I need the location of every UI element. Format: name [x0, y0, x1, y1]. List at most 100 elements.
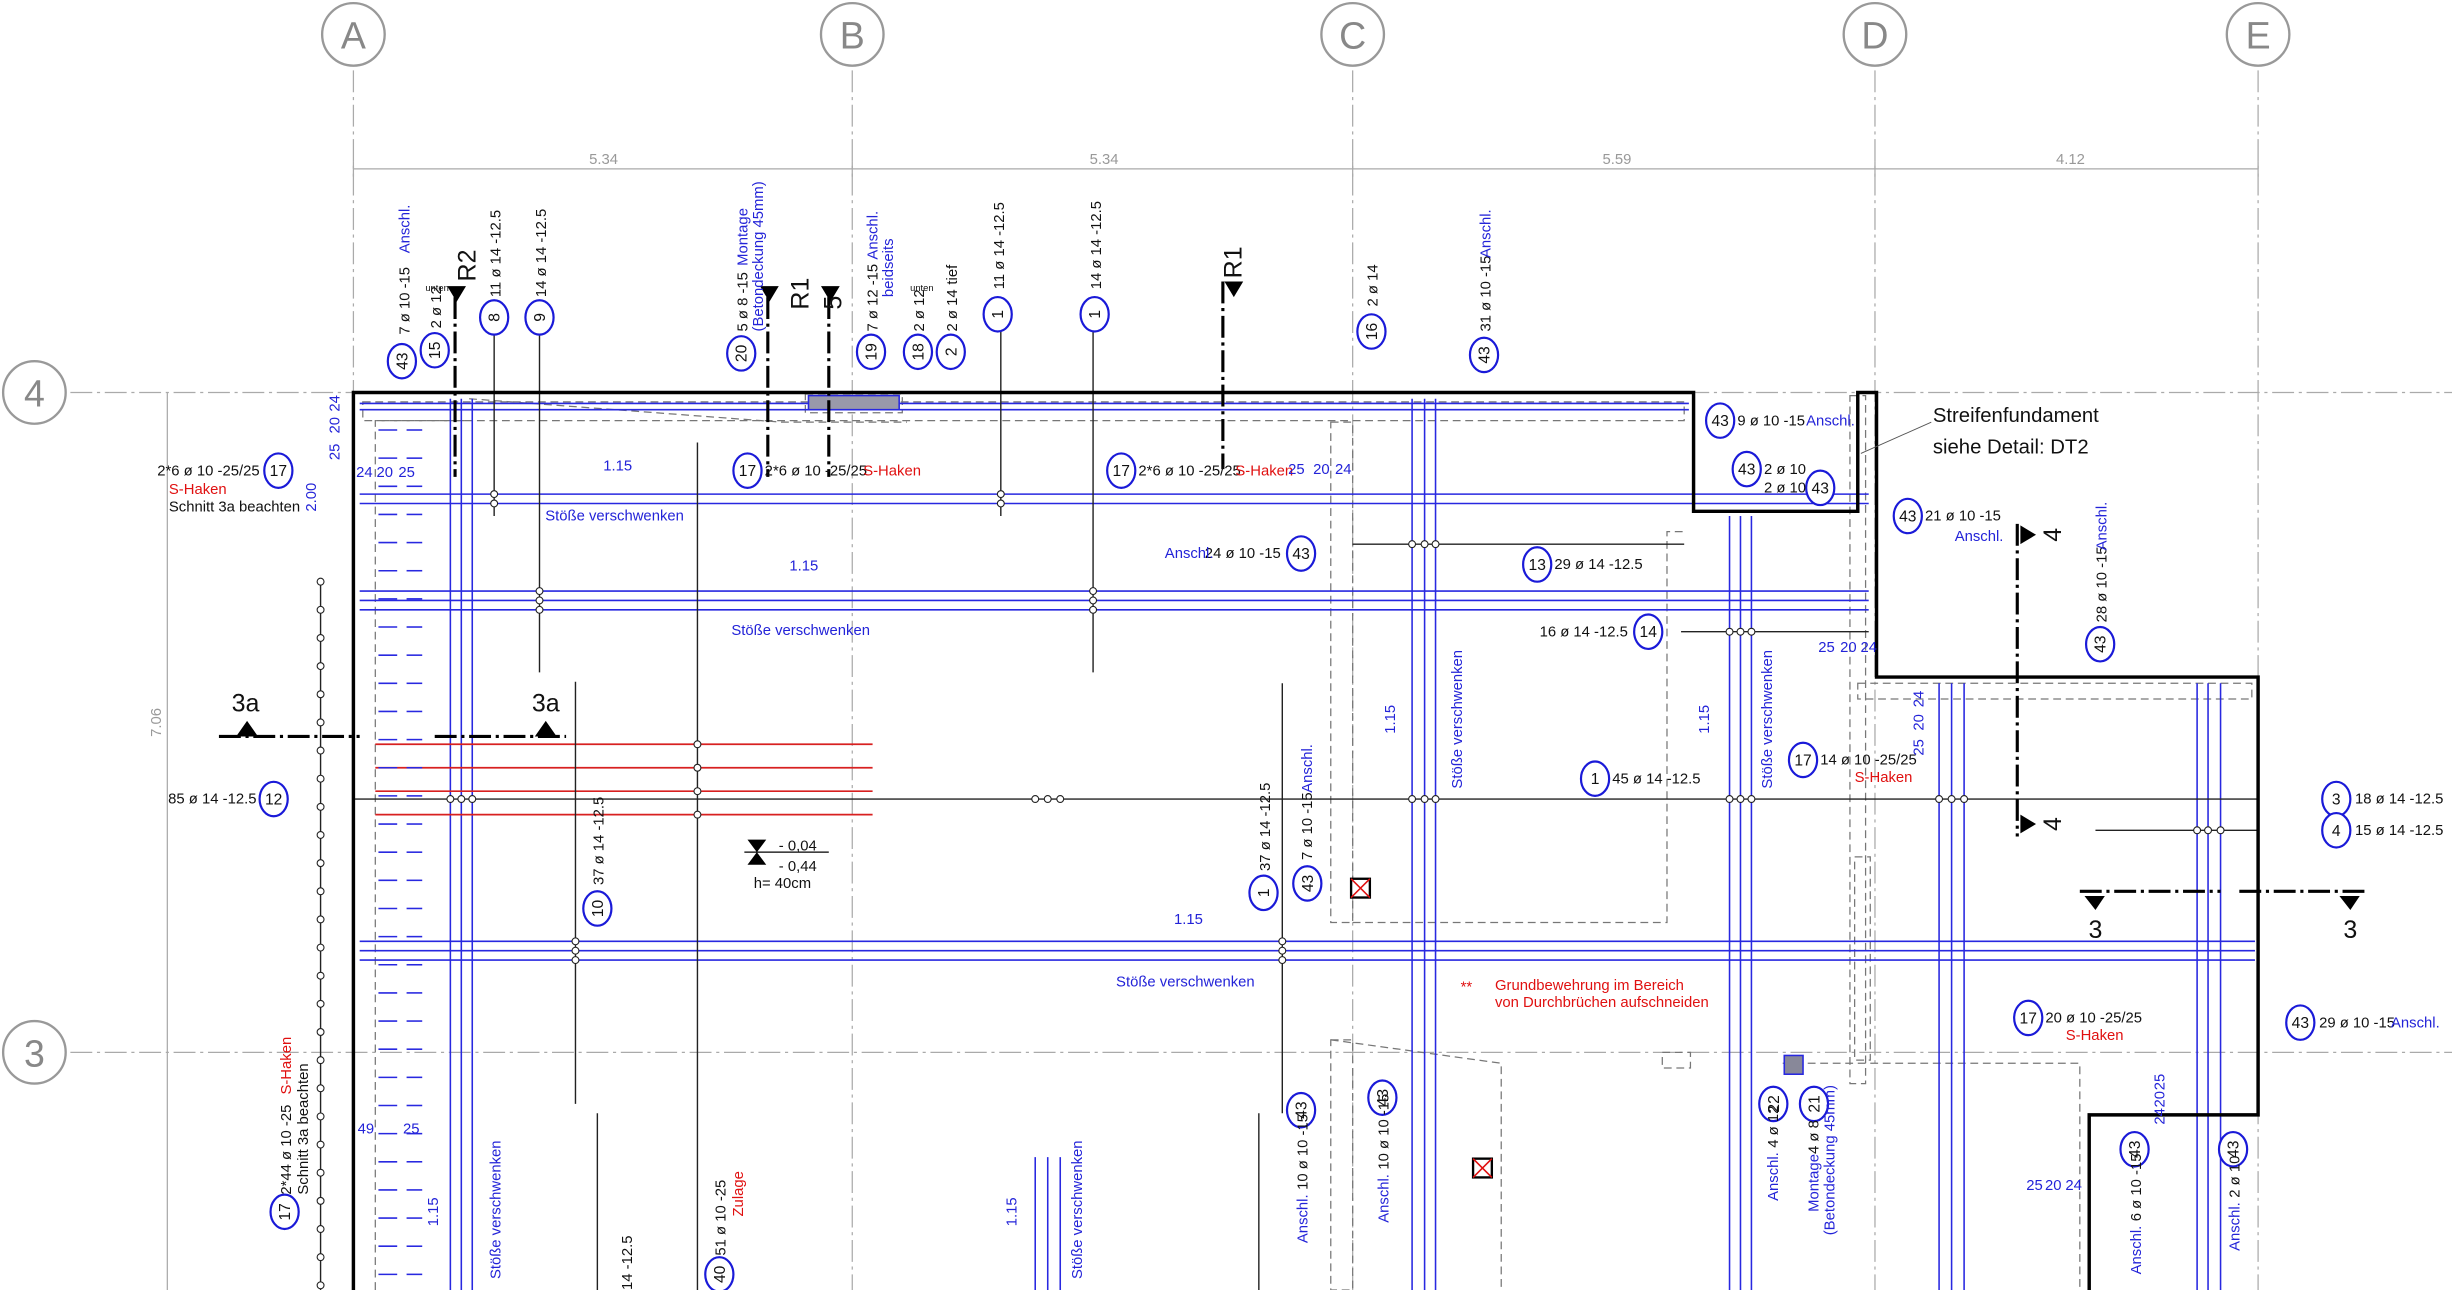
label-r1b: R1: [1220, 246, 1248, 278]
label-h6: 2 ø 10: [2227, 1156, 2243, 1198]
label-c9s: S-Haken: [1855, 770, 1913, 786]
label-s3a1: 3a: [232, 689, 260, 717]
marker-number: 15: [427, 341, 444, 359]
label-d6: 25: [398, 465, 415, 481]
marker-number: 14: [1640, 624, 1658, 641]
bar-dot: [693, 787, 702, 796]
label-lv3: h= 40cm: [754, 876, 811, 892]
marker-number: 17: [2020, 1010, 2037, 1027]
position-marker: 17: [1787, 741, 1819, 779]
label-e3: 18 ø 14 -12.5: [2355, 792, 2443, 808]
label-g1: 2*44 ø 10 -25: [279, 1105, 295, 1195]
bar-dot: [316, 971, 325, 980]
bar-dot: [457, 795, 466, 804]
bar-dot: [316, 1168, 325, 1177]
dimension-chain: [166, 161, 2259, 1290]
label-h4b: Montage: [1807, 1154, 1823, 1212]
label-st4: Stöße verschwenken: [1760, 650, 1776, 789]
marker-number: 43: [1711, 413, 1728, 430]
bar-dot: [1408, 795, 1417, 804]
label-d3: 24: [327, 395, 343, 412]
label-e4: 15 ø 14 -12.5: [2355, 823, 2443, 839]
label-sf1: Streifenfundament: [1933, 405, 2099, 427]
label-d7: 25: [1288, 462, 1305, 478]
position-marker: 43: [1292, 865, 1323, 902]
position-marker: 17: [732, 452, 763, 489]
label-s5: 5: [819, 296, 847, 310]
label-a6: 7 ø 12 -15: [865, 264, 881, 332]
marker-number: 43: [1738, 462, 1755, 479]
position-marker: 1: [1579, 760, 1611, 797]
marker-number: 21: [1806, 1095, 1823, 1112]
bar-dot: [1431, 795, 1440, 804]
bar-dot: [1089, 587, 1098, 596]
label-d16: 25: [1911, 739, 1927, 756]
label-g2: 14 -12.5: [620, 1236, 636, 1290]
position-marker: 20: [726, 335, 757, 372]
label-a4: 14 ø 14 -12.5: [534, 209, 550, 297]
position-marker: 43: [1892, 497, 1923, 535]
position-marker: 14: [1633, 613, 1664, 651]
bar-dot: [316, 999, 325, 1008]
label-st2: Stöße verschwenken: [731, 623, 870, 639]
position-marker: 9: [524, 299, 555, 336]
label-d8: 20: [1313, 462, 1330, 478]
position-marker: 21: [1798, 1085, 1830, 1123]
position-marker: 18: [902, 333, 934, 371]
montage-bar-block: [1783, 1054, 1804, 1076]
label-l2: 1.15: [789, 559, 818, 575]
marker-number: 10: [590, 899, 607, 917]
position-marker: 3: [2321, 780, 2352, 818]
label-f2: 29 ø 10 -15: [2319, 1015, 2395, 1031]
bar-dot: [1725, 795, 1734, 804]
label-n2: von Durchbrüchen aufschneiden: [1495, 995, 1709, 1011]
label-l7: 1.15: [1004, 1197, 1020, 1226]
bar-dot: [446, 795, 455, 804]
marker-number: 12: [265, 791, 282, 808]
label-a6c: beidseits: [881, 238, 897, 297]
label-unten2: unten: [910, 283, 933, 293]
label-g1s: S-Haken: [279, 1037, 295, 1095]
label-st5: Stöße verschwenken: [1116, 975, 1255, 991]
label-a6b: Anschl.: [865, 211, 881, 260]
label-d5: 20: [376, 465, 393, 481]
label-h4c: (Betondeckung 45mm): [1822, 1085, 1838, 1235]
label-e7: 7 ø 10 -15: [1300, 792, 1316, 860]
label-unten1: unten: [425, 283, 448, 293]
position-marker: 15: [419, 331, 450, 369]
marker-number: 17: [739, 463, 756, 480]
marker-number: 9: [532, 313, 549, 322]
bar-dot: [1278, 937, 1287, 946]
position-marker: 1: [982, 295, 1013, 333]
bar-dot: [1431, 540, 1440, 549]
position-marker: 1: [1079, 295, 1110, 333]
position-marker: 43: [2119, 1130, 2150, 1168]
marker-number: 2: [943, 347, 960, 356]
section-lines: [218, 281, 2365, 911]
bar-dot: [693, 763, 702, 772]
label-e8: 37 ø 14 -12.5: [592, 797, 608, 885]
bar-dot: [1031, 795, 1040, 804]
bar-dot: [1947, 795, 1956, 804]
svg-text:C: C: [1339, 14, 1366, 56]
label-s3a2: 3a: [532, 689, 560, 717]
label-n1: Grundbewehrung im Bereich: [1495, 978, 1684, 994]
bar-dot: [316, 1253, 325, 1262]
bar-dot: [1736, 627, 1745, 636]
bar-dot: [1420, 540, 1429, 549]
label-a5: 5 ø 8 -15: [735, 272, 751, 331]
position-marker: 43: [2285, 1004, 2316, 1041]
label-a1b: Anschl.: [398, 205, 414, 254]
label-e6: 37 ø 14 -12.5: [1258, 783, 1274, 871]
svg-text:E: E: [2246, 14, 2271, 56]
bar-dot: [1725, 627, 1734, 636]
bar-dot: [1935, 795, 1944, 804]
bar-dot: [535, 587, 544, 596]
bar-dot: [490, 499, 499, 508]
label-c5: 28 ø 10 -15: [2094, 546, 2110, 622]
label-b3: 2*6 ø 10 -25/25: [1138, 463, 1240, 479]
position-marker: 43: [386, 342, 418, 380]
label-d19: 25: [2026, 1178, 2043, 1194]
marker-number: 3: [2332, 791, 2341, 808]
label-c8: 16 ø 14 -12.5: [1540, 624, 1628, 640]
